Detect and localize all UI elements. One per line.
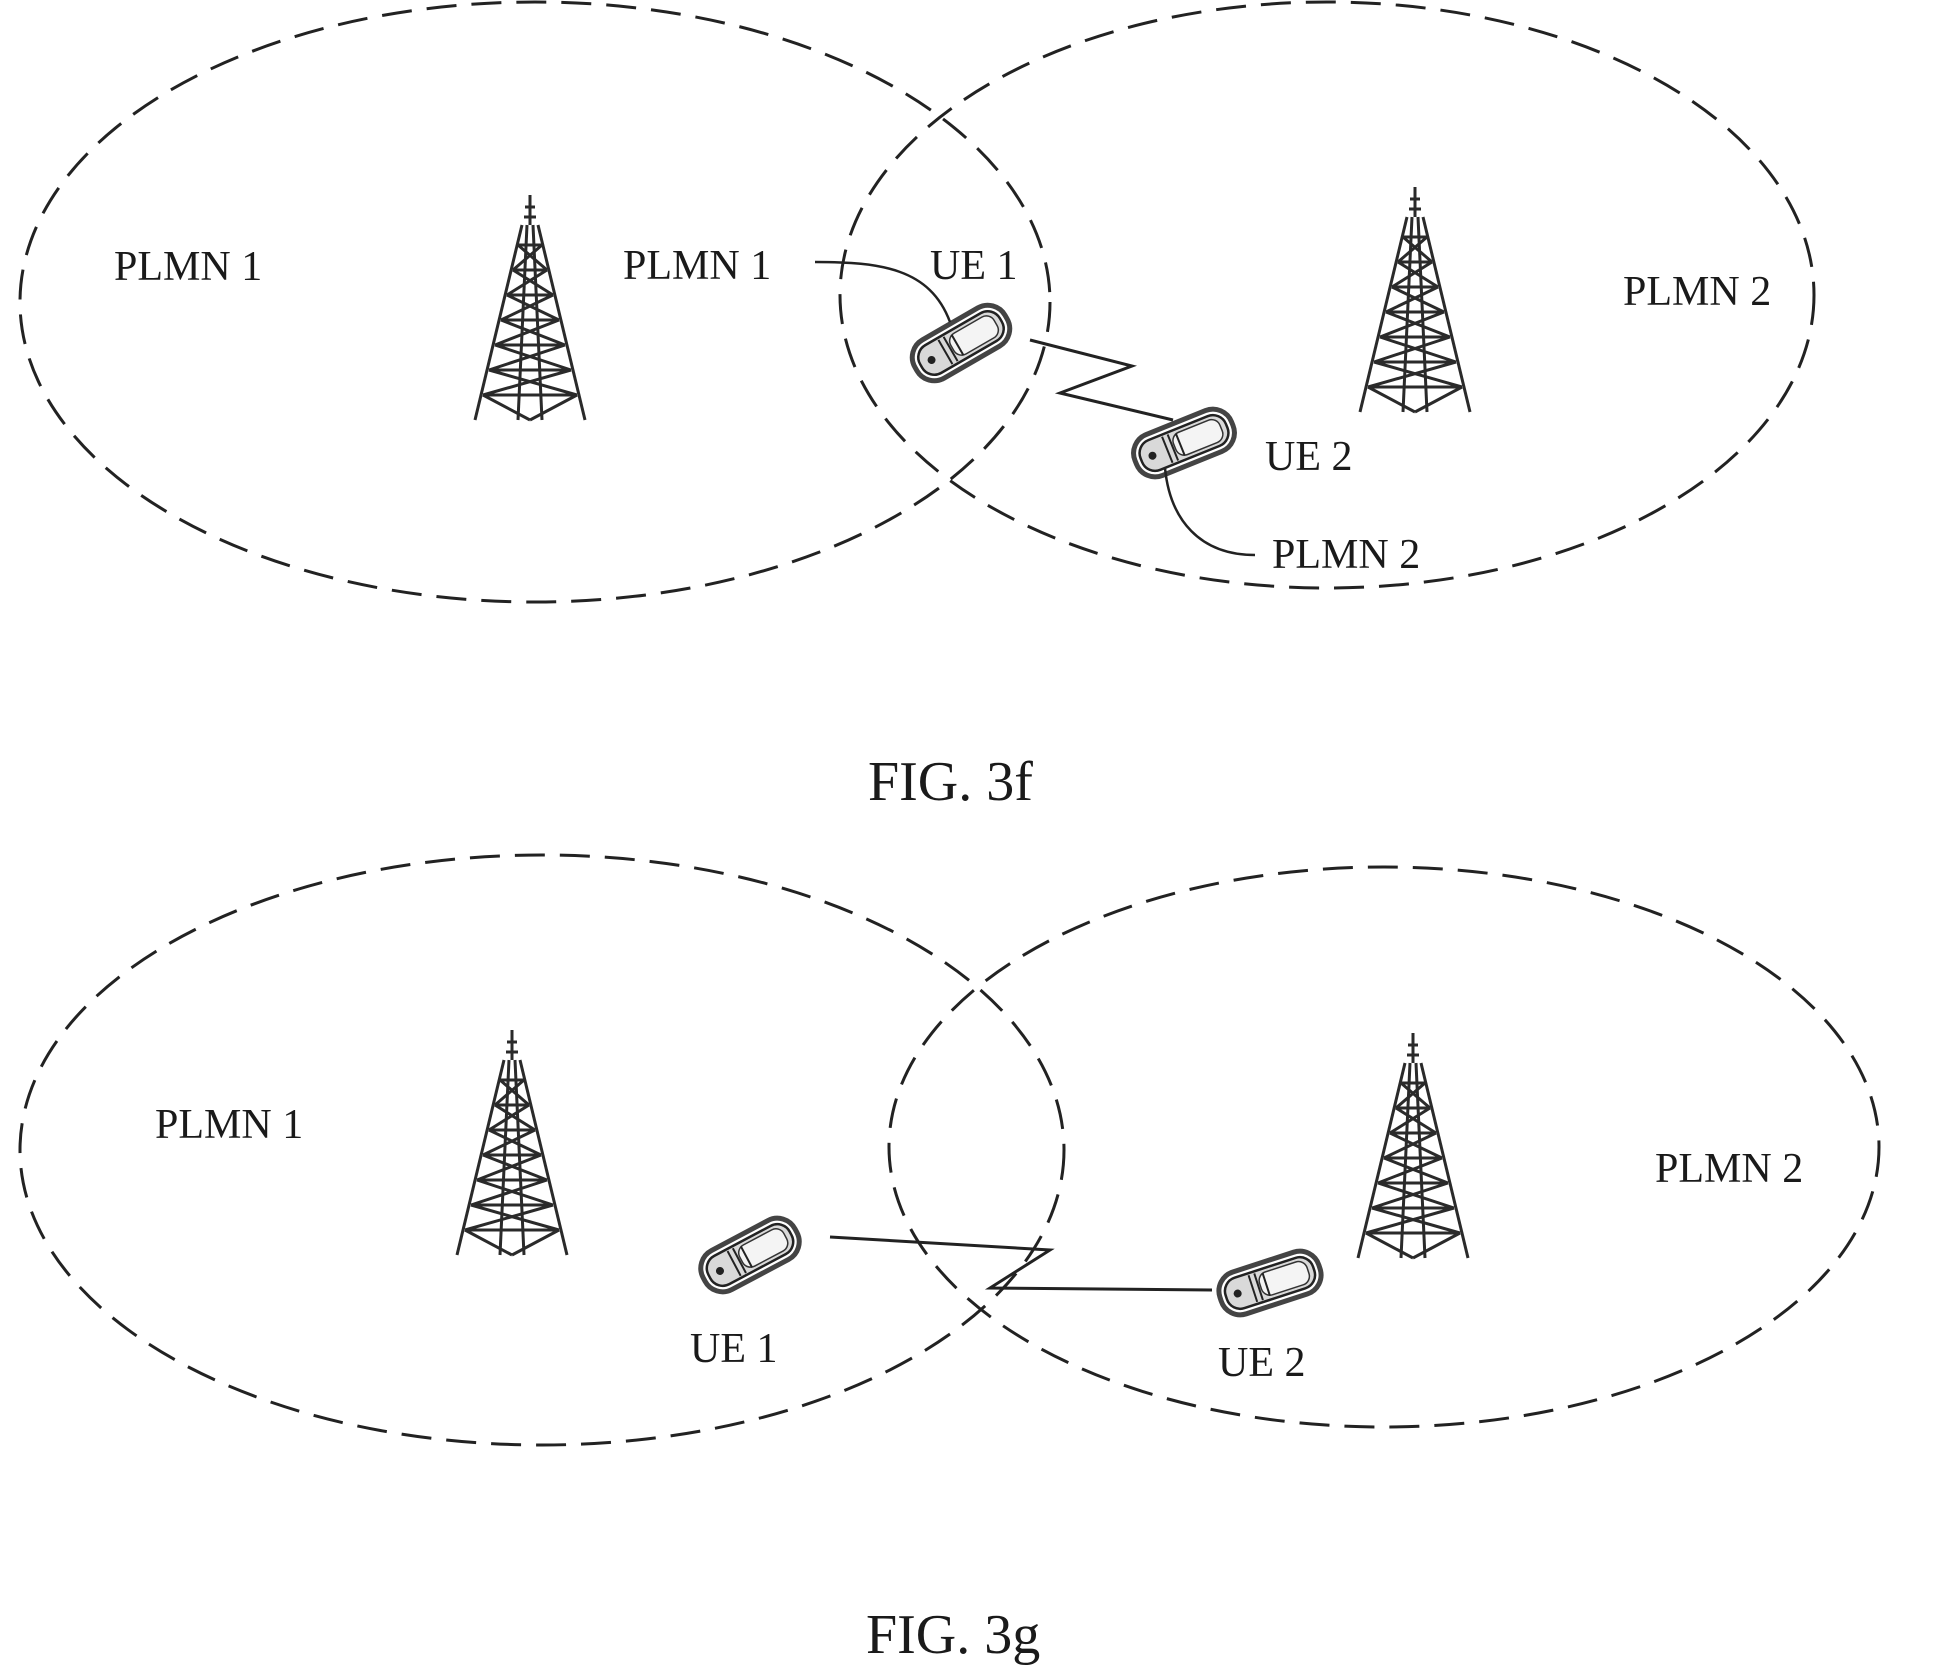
ue1-label: UE 1 [930, 243, 1018, 289]
ue1-mobile-phone-icon [905, 298, 1017, 388]
base-station-tower-icon [1360, 187, 1470, 412]
cell-label-plmn1: PLMN 1 [155, 1102, 303, 1148]
wireless-link-bolt [830, 1237, 1212, 1290]
figure-caption: FIG. 3f [868, 751, 1033, 813]
ue2-label: UE 2 [1218, 1340, 1306, 1386]
ue1-mobile-phone-icon [694, 1211, 806, 1299]
figure-3g: PLMN 1 PLMN 2 UE 1 UE 2 FIG. 3g [20, 855, 1879, 1666]
ue1-label: UE 1 [690, 1326, 778, 1372]
ue2-callout-leader [1165, 468, 1255, 555]
ue2-mobile-phone-icon [1128, 403, 1241, 483]
cell-label-plmn2: PLMN 2 [1655, 1146, 1803, 1192]
cell-label-plmn1: PLMN 1 [114, 244, 262, 290]
figure-3f: PLMN 1 PLMN 2 UE 1 PLMN 1 UE 2 PLMN 2 FI… [20, 2, 1814, 813]
base-station-tower-icon [1358, 1033, 1468, 1258]
figure-caption: FIG. 3g [866, 1604, 1040, 1666]
base-station-tower-icon [475, 195, 585, 420]
ue2-mobile-phone-icon [1214, 1246, 1327, 1320]
ue2-plmn-callout: PLMN 2 [1272, 532, 1420, 578]
wireless-link-bolt [1030, 340, 1173, 420]
base-station-tower-icon [457, 1030, 567, 1255]
cell-label-plmn2: PLMN 2 [1623, 269, 1771, 315]
ue2-label: UE 2 [1265, 434, 1353, 480]
ue1-plmn-callout: PLMN 1 [623, 243, 771, 289]
